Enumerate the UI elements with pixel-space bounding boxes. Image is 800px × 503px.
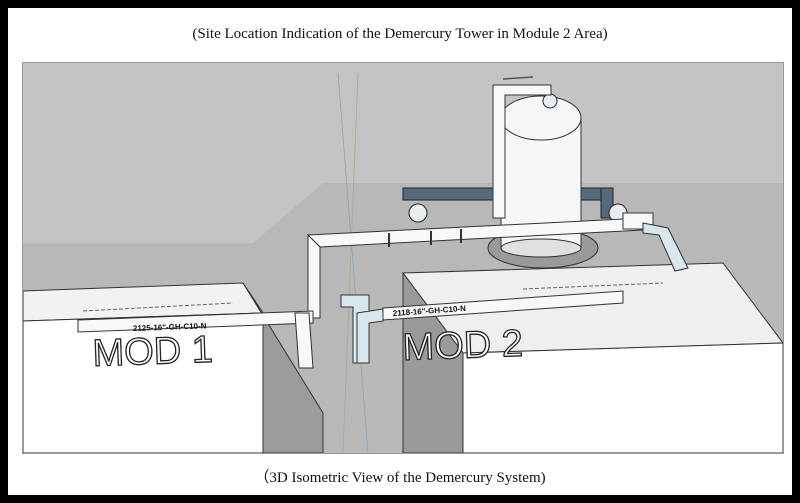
- module-2-front: [462, 342, 783, 453]
- mod2-cyan-drop: [356, 308, 384, 364]
- overhead-pipe: [492, 84, 552, 219]
- demercury-tower-bottom: [500, 238, 582, 258]
- demercury-tower-head: [500, 95, 582, 141]
- module-2-label: MOD 2: [402, 323, 524, 369]
- isometric-drawing: 2125-16"-GH-C10-N 2118-16"-GH-C10-N MOD …: [23, 72, 783, 453]
- figure-caption-top: (Site Location Indication of the Demercu…: [192, 26, 608, 42]
- document-page: (Site Location Indication of the Demercu…: [8, 8, 792, 495]
- main-header-drop: [307, 233, 321, 319]
- mod1-pipe-annotation: [82, 302, 234, 312]
- flange-left: [408, 203, 428, 223]
- module-1-side: [242, 282, 324, 453]
- right-return-pipe: [642, 222, 689, 272]
- axis-line-blue: [337, 72, 369, 453]
- axis-line-green: [342, 72, 359, 453]
- module-1-label: MOD 1: [92, 329, 214, 375]
- figure-caption-bottom: （3D Isometric View of the Demercury Syst…: [254, 470, 546, 486]
- tower-nozzle-top: [542, 93, 558, 109]
- mod1-pipe-drop: [294, 312, 314, 369]
- overhead-annotation: [502, 76, 534, 80]
- mod2-pipe-annotation: [522, 282, 664, 290]
- pipe-tag-mod1: 2125-16"-GH-C10-N: [133, 321, 207, 333]
- mod1-pipe-run: [77, 310, 314, 333]
- isometric-figure: 2125-16"-GH-C10-N 2118-16"-GH-C10-N MOD …: [22, 62, 784, 454]
